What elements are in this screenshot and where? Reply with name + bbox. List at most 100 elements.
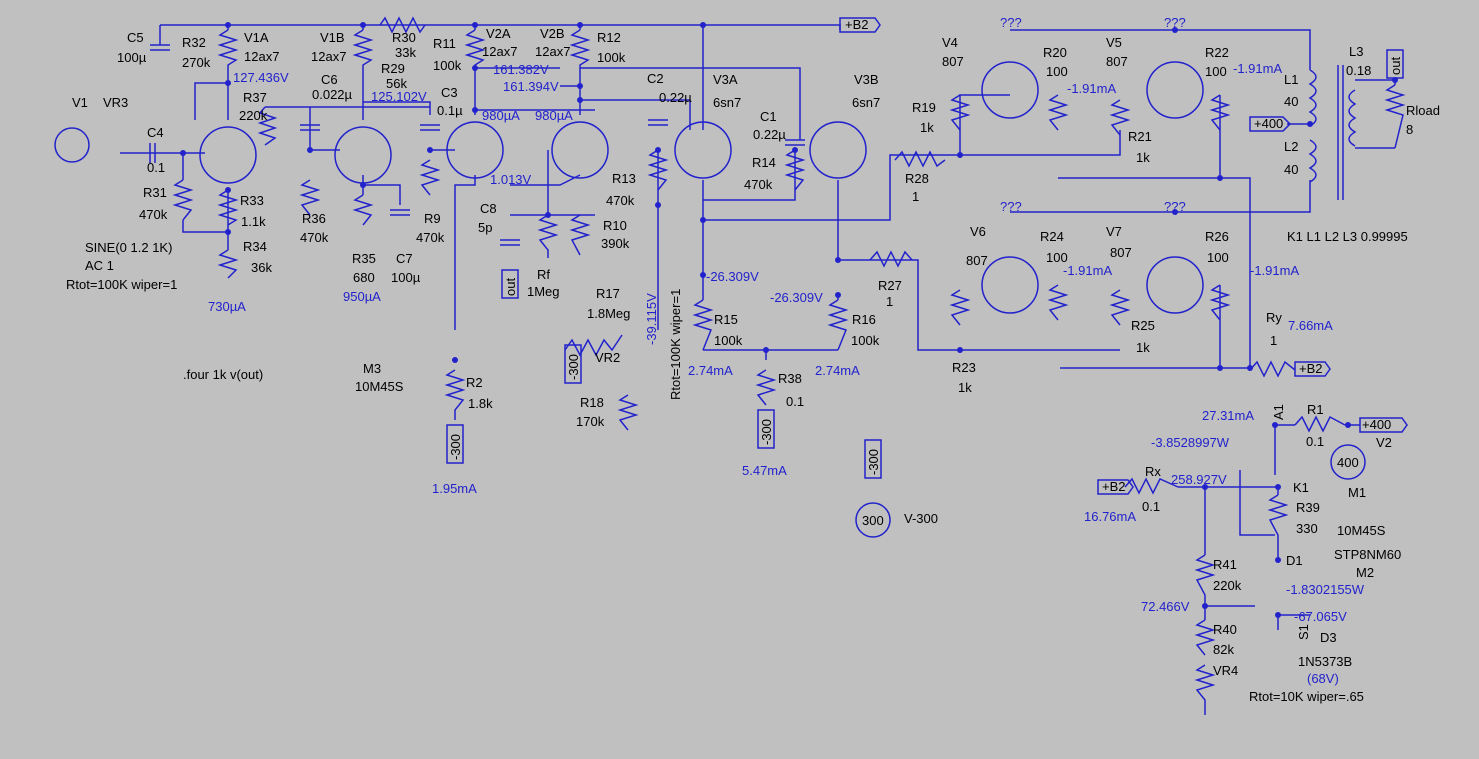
- label-r1: R1: [1307, 402, 1324, 417]
- label-c7v: 100µ: [391, 270, 421, 285]
- label-v2: V2: [1376, 435, 1392, 450]
- vr2-rtot: Rtot=100K wiper=1: [668, 289, 683, 400]
- v300-value: 300: [862, 513, 884, 528]
- measure-m183: -1.8302155W: [1286, 582, 1365, 597]
- label-r23v: 1k: [958, 380, 972, 395]
- label-v4t: 807: [942, 54, 964, 69]
- label-r11: R11: [433, 36, 456, 51]
- measure-m191c: -1.91mA: [1063, 263, 1112, 278]
- label-r12v: 100k: [597, 50, 626, 65]
- label-stp: STP8NM60: [1334, 547, 1401, 562]
- label-r11v: 100k: [433, 58, 462, 73]
- label-v4: V4: [942, 35, 958, 50]
- label-r33v: 1.1k: [241, 214, 266, 229]
- label-r28v: 1: [912, 189, 919, 204]
- label-r24: R24: [1040, 229, 1064, 244]
- measure-q2: ???: [1164, 15, 1186, 30]
- label-vr2: VR2: [595, 350, 620, 365]
- label-r26: R26: [1205, 229, 1229, 244]
- label-rload: Rload: [1406, 103, 1440, 118]
- measure-m547: 5.47mA: [742, 463, 787, 478]
- label-c3: C3: [441, 85, 458, 100]
- label-v2b: V2B: [540, 26, 565, 41]
- label-c6v: 0.022µ: [312, 87, 353, 102]
- measure-m161b: 161.394V: [503, 79, 559, 94]
- measure-m191d: -1.91mA: [1250, 263, 1299, 278]
- flag-m300-d: -300: [866, 449, 881, 475]
- label-m1t: 10M45S: [1337, 523, 1386, 538]
- flag-m300-b: -300: [566, 354, 581, 380]
- label-r38: R38: [778, 371, 802, 386]
- label-rloadv: 8: [1406, 122, 1413, 137]
- label-ac: AC 1: [85, 258, 114, 273]
- label-r17: R17: [596, 286, 620, 301]
- label-r32: R32: [182, 35, 206, 50]
- s1-label: S1: [1296, 624, 1311, 640]
- label-l1v: 40: [1284, 94, 1298, 109]
- label-r38v: 0.1: [786, 394, 804, 409]
- label-r12: R12: [597, 30, 621, 45]
- label-r40: R40: [1213, 622, 1237, 637]
- label-v1at: 12ax7: [244, 49, 279, 64]
- label-r1v: 0.1: [1306, 434, 1324, 449]
- label-sine: SINE(0 1.2 1K): [85, 240, 172, 255]
- label-r13v: 470k: [606, 193, 635, 208]
- label-c1v: 0.22µ: [753, 127, 786, 142]
- label-m1: M1: [1348, 485, 1366, 500]
- label-c1: C1: [760, 109, 777, 124]
- label-r35v: 680: [353, 270, 375, 285]
- measure-m2731: 27.31mA: [1202, 408, 1254, 423]
- measure-m67: -67.065V: [1294, 609, 1347, 624]
- label-d3t: 1N5373B: [1298, 654, 1352, 669]
- label-r29v: 56k: [386, 76, 407, 91]
- label-r40v: 82k: [1213, 642, 1234, 657]
- measure-m263a: -26.309V: [706, 269, 759, 284]
- label-r33: R33: [240, 193, 264, 208]
- label-vr3: VR3: [103, 95, 128, 110]
- label-r9: R9: [424, 211, 441, 226]
- label-v1a: V1A: [244, 30, 269, 45]
- label-vr4: VR4: [1213, 663, 1238, 678]
- label-c6: C6: [321, 72, 338, 87]
- label-r2: R2: [466, 375, 483, 390]
- label-r20v: 100: [1046, 64, 1068, 79]
- label-v6t: 807: [966, 253, 988, 268]
- label-r13: R13: [612, 171, 636, 186]
- measure-m191a: -1.91mA: [1067, 81, 1116, 96]
- label-r20: R20: [1043, 45, 1067, 60]
- flag-m300-c: -300: [759, 419, 774, 445]
- label-rtot4: Rtot=10K wiper=.65: [1249, 689, 1364, 704]
- label-c5v: 100µ: [117, 50, 147, 65]
- resistors: [172, 16, 1406, 715]
- flag-400-right: +400: [1362, 417, 1391, 432]
- label-r34: R34: [243, 239, 267, 254]
- label-v2bt: 12ax7: [535, 44, 570, 59]
- label-r26v: 100: [1207, 250, 1229, 265]
- label-m3: M3: [363, 361, 381, 376]
- label-r24v: 100: [1046, 250, 1068, 265]
- label-c7: C7: [396, 251, 413, 266]
- label-v3b: V3B: [854, 72, 879, 87]
- label-l2v: 40: [1284, 162, 1298, 177]
- label-r19: R19: [912, 100, 936, 115]
- measure-m950: 950µA: [343, 289, 381, 304]
- measure-m980a: 980µA: [482, 108, 520, 123]
- label-ry: Ry: [1266, 310, 1282, 325]
- measure-m127: 127.436V: [233, 70, 289, 85]
- label-r21: R21: [1128, 129, 1152, 144]
- flag-out-l3: out: [1388, 57, 1403, 75]
- label-r25: R25: [1131, 318, 1155, 333]
- label-r39v: 330: [1296, 521, 1318, 536]
- measure-m385: -3.8528997W: [1151, 435, 1230, 450]
- measure-m258: 258.927V: [1171, 472, 1227, 487]
- label-v1b: V1B: [320, 30, 345, 45]
- component-labels: C5100µR32270kV1A12ax7V1B12ax7R3033kR1110…: [66, 26, 1440, 704]
- label-m2: M2: [1356, 565, 1374, 580]
- measure-m730: 730µA: [208, 299, 246, 314]
- flag-m300-a: -300: [448, 434, 463, 460]
- label-rf: Rf: [537, 267, 550, 282]
- measure-m1013: 1.013V: [490, 172, 532, 187]
- label-v7: V7: [1106, 224, 1122, 239]
- label-rx: Rx: [1145, 464, 1161, 479]
